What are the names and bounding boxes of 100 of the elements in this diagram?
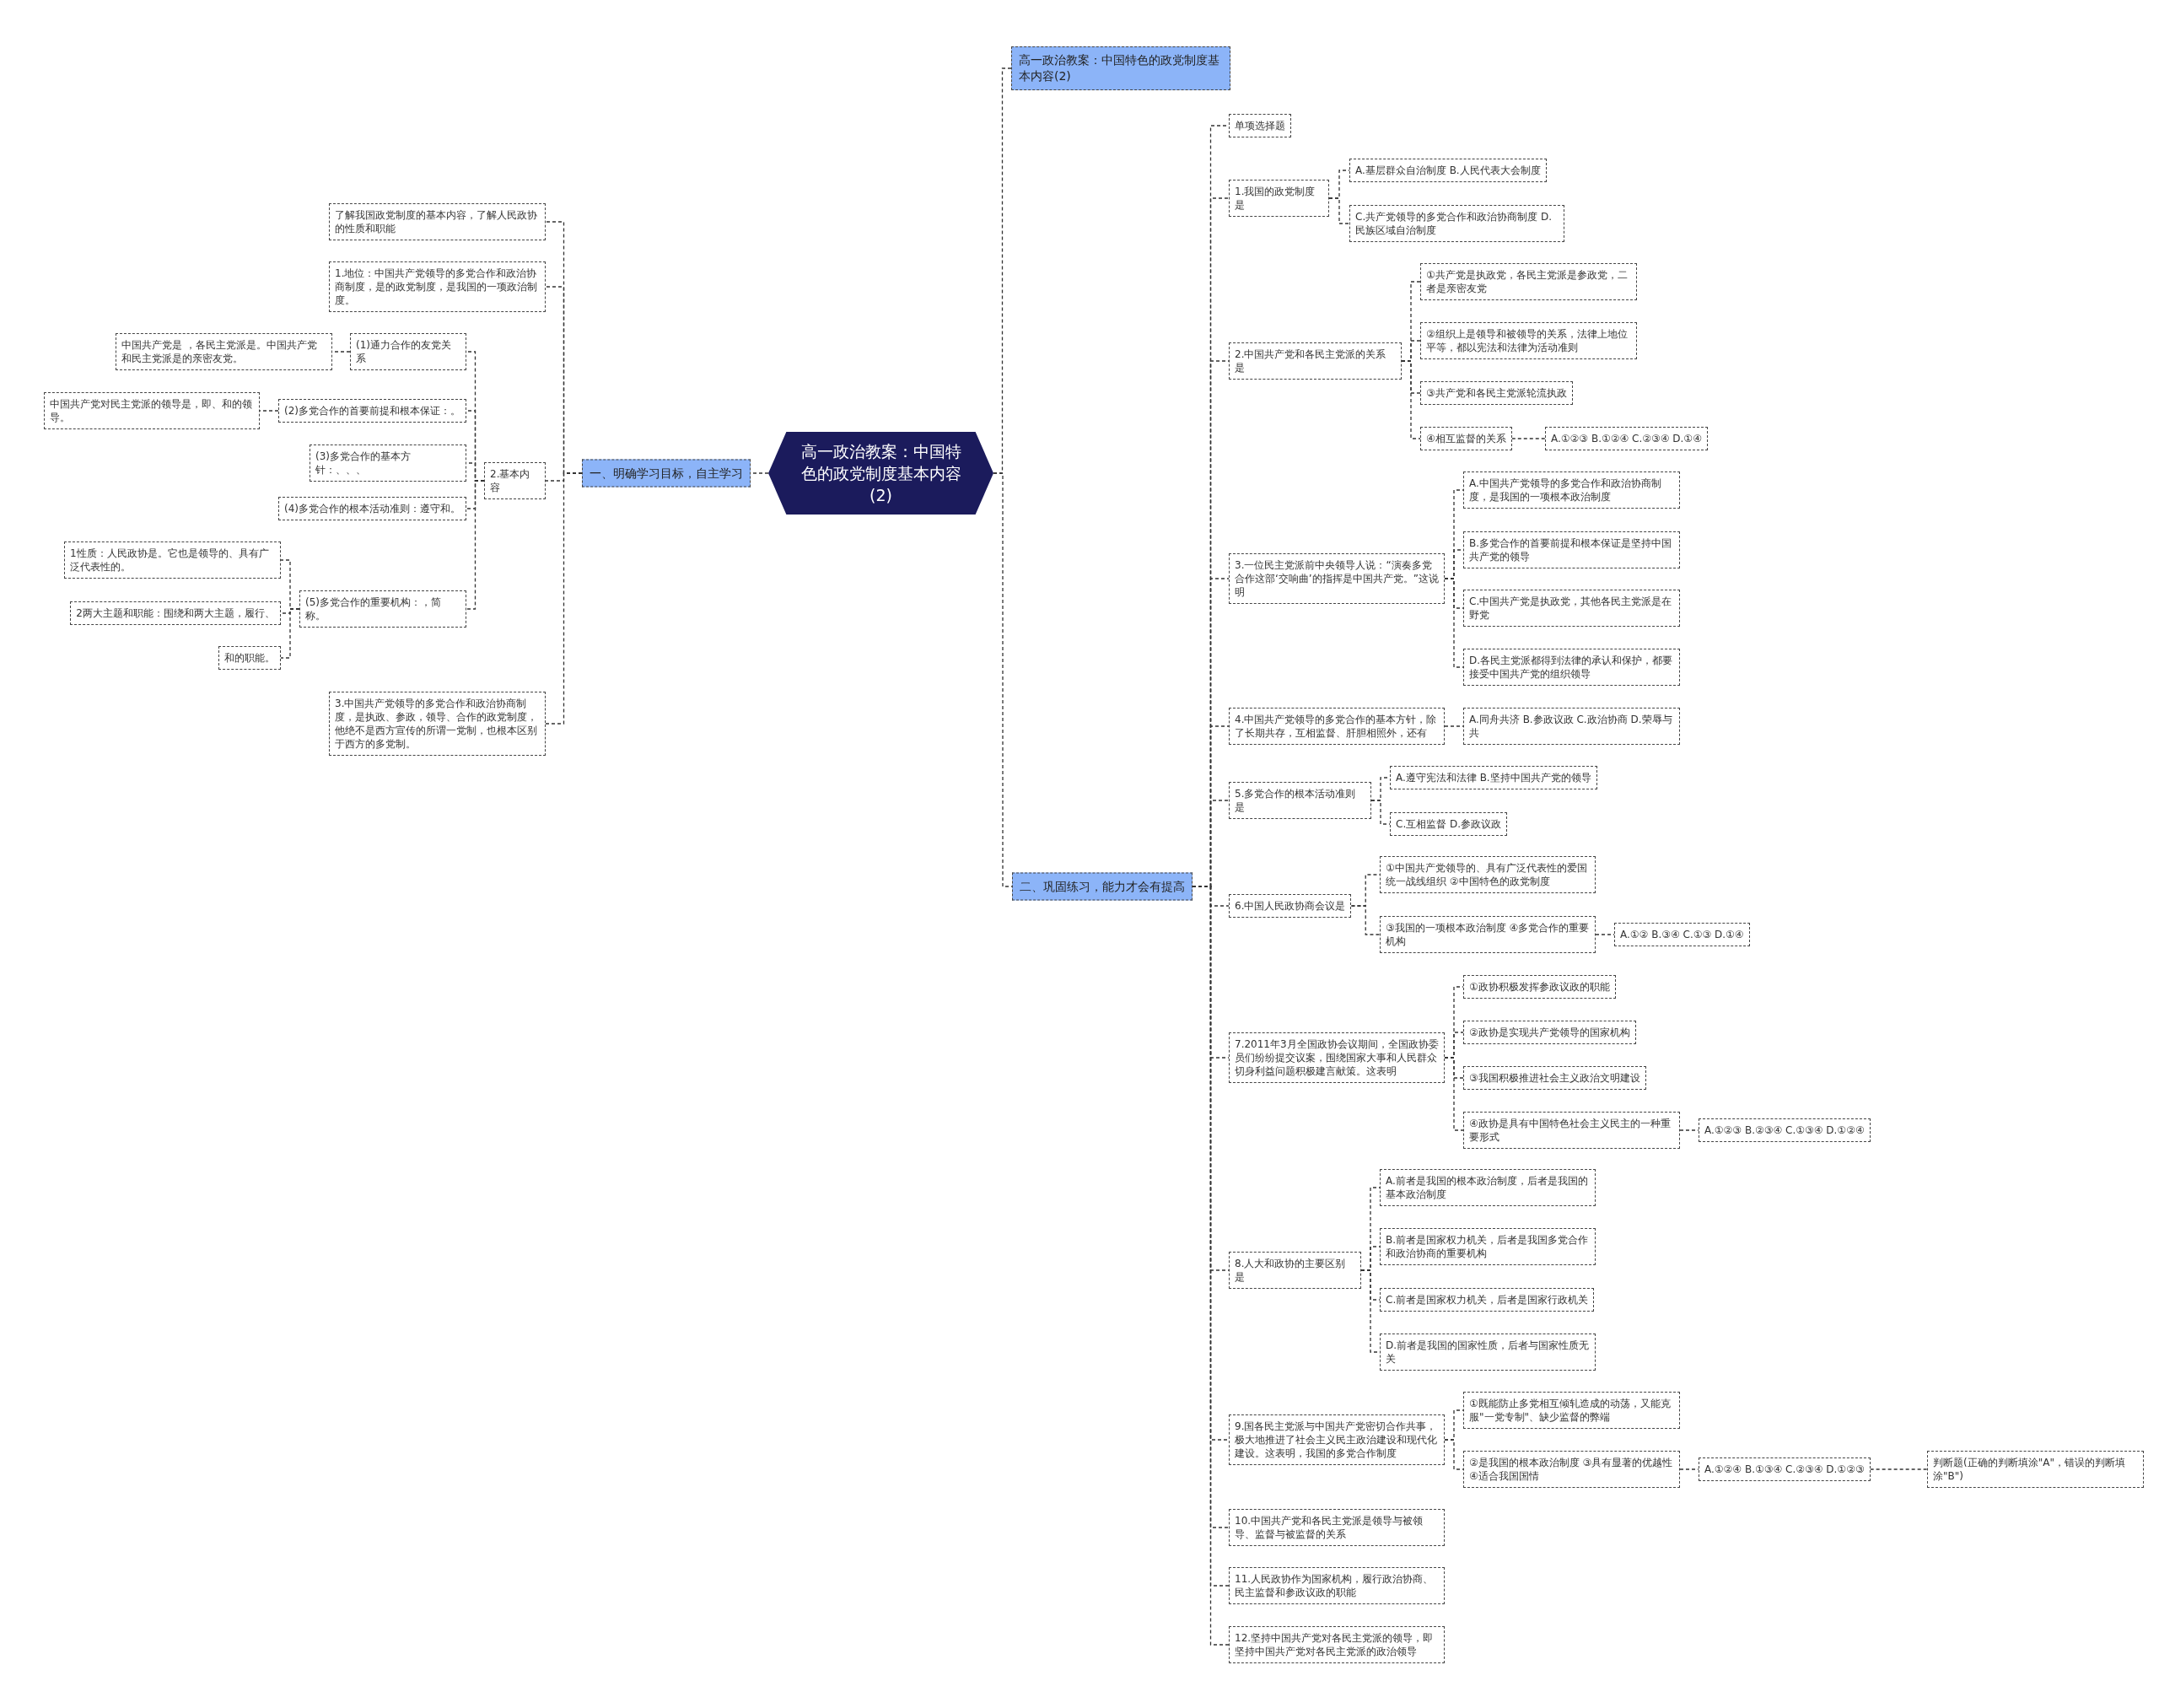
topic-text: C.前者是国家权力机关，后者是国家行政机关 xyxy=(1386,1293,1589,1307)
topic-box xyxy=(1420,263,1637,300)
topic-text: C.共产党领导的多党合作和政治协商制度 D.民族区域自治制度 xyxy=(1355,210,1553,237)
topic-box xyxy=(1699,1118,1871,1142)
topic-text: 3.中国共产党领导的多党合作和政治协商制度，是执政、参政，领导、合作的政党制度，他绝不是西方宣传的所谓一党制，也根本区别于西方的多党制。 xyxy=(335,697,538,751)
topic-box xyxy=(1614,923,1750,946)
topic-text: A.前者是我国的根本政治制度，后者是我国的基本政治制度 xyxy=(1386,1174,1589,1201)
topic-box xyxy=(1463,1392,1680,1429)
central-topic-hexagon xyxy=(768,432,993,515)
topic-box xyxy=(1229,553,1445,604)
topic-text: 和的职能。 xyxy=(224,651,275,665)
topic-text: 6.中国人民政协商会议是 xyxy=(1235,899,1346,913)
topic-text: A.基层群众自治制度 B.人民代表大会制度 xyxy=(1355,164,1541,177)
topic-text: 10.中国共产党和各民主党派是领导与被领导、监督与被监督的关系 xyxy=(1235,1514,1424,1541)
topic-text: B.多党合作的首要前提和根本保证是坚持中国共产党的领导 xyxy=(1469,536,1673,563)
topic-text: ④相互监督的关系 xyxy=(1426,432,1506,445)
topic-text: 9.国各民主党派与中国共产党密切合作共事，极大地推进了社会主义民主政治建设和现代化建设。这表明，我国的多党合作制度 xyxy=(1235,1420,1438,1460)
connector-line xyxy=(545,472,583,725)
topic-text: 了解我国政党制度的基本内容，了解人民政协的性质和职能 xyxy=(335,208,538,235)
topic-box xyxy=(299,590,466,628)
topic-text: A.①②③ B.①②④ C.②③④ D.①④ xyxy=(1551,432,1702,445)
connector-line xyxy=(466,480,485,610)
topic-box xyxy=(1349,159,1547,182)
topic-text: ④政协是具有中国特色社会主义民主的一种重要形式 xyxy=(1469,1117,1672,1144)
topic-text: 高一政治教案：中国特色的政党制度基本内容(2) xyxy=(800,441,962,506)
topic-text: 2.基本内容 xyxy=(490,467,531,494)
topic-text: 1性质：人民政协是。它也是领导的、具有广泛代表性的。 xyxy=(70,547,270,574)
topic-text: 8.人大和政协的主要区别是 xyxy=(1235,1257,1347,1284)
topic-text: A.①②④ B.①③④ C.②③④ D.①②③ xyxy=(1704,1463,1865,1476)
topic-box xyxy=(1229,894,1352,918)
topic-box xyxy=(1463,471,1680,509)
connector-line xyxy=(280,608,300,659)
topic-box xyxy=(1380,1228,1596,1265)
topic-box xyxy=(278,497,466,520)
connector-line xyxy=(1511,438,1546,439)
topic-box xyxy=(484,462,546,499)
topic-box xyxy=(1229,114,1291,137)
connector-line xyxy=(1401,360,1421,439)
topic-box xyxy=(1927,1451,2144,1488)
topic-box xyxy=(1380,1169,1596,1206)
topic-text: 二、巩固练习，能力才会有提高 xyxy=(1020,878,1185,895)
topic-text: (5)多党合作的重要机构：，简称。 xyxy=(305,595,442,622)
topic-box xyxy=(1229,180,1329,217)
topic-box xyxy=(1463,531,1680,568)
branch-topic-box xyxy=(1011,46,1230,90)
topic-box xyxy=(1390,766,1597,789)
topic-text: A.遵守宪法和法律 B.坚持中国共产党的领导 xyxy=(1396,771,1591,784)
topic-box xyxy=(116,333,332,370)
topic-box xyxy=(1229,1567,1445,1604)
topic-box xyxy=(1380,1334,1596,1371)
topic-box xyxy=(70,601,281,625)
topic-text: 判断题(正确的判断填涂"A"，错误的判断填涂"B") xyxy=(1933,1456,2126,1483)
branch-topic-box xyxy=(1012,872,1193,901)
topic-text: A.①② B.③④ C.①③ D.①④ xyxy=(1620,928,1744,941)
topic-text: ②是我国的根本政治制度 ③具有显著的优越性④适合我国国情 xyxy=(1469,1456,1674,1483)
topic-box xyxy=(1463,649,1680,686)
topic-box xyxy=(1380,856,1596,893)
topic-box xyxy=(1229,782,1371,819)
topic-box xyxy=(1229,1032,1445,1083)
topic-box xyxy=(329,203,546,240)
topic-text: A.同舟共济 B.参政议政 C.政治协商 D.荣辱与共 xyxy=(1469,713,1673,740)
topic-text: (3)多党合作的基本方针：、、、 xyxy=(315,450,412,477)
topic-text: 高一政治教案：中国特色的政党制度基本内容(2) xyxy=(1019,52,1220,84)
topic-box xyxy=(44,392,260,429)
topic-box xyxy=(1463,1112,1680,1149)
connector-line xyxy=(1350,905,1381,935)
topic-text: ②政协是实现共产党领导的国家机构 xyxy=(1469,1026,1630,1039)
topic-text: A.中国共产党领导的多党合作和政治协商制度，是我国的一项根本政治制度 xyxy=(1469,477,1662,504)
topic-box xyxy=(1420,427,1512,450)
topic-text: (1)通力合作的友党关系 xyxy=(356,338,452,365)
topic-box xyxy=(1229,1626,1445,1663)
topic-box xyxy=(310,445,466,482)
topic-text: ①既能防止多党相互倾轧造成的动荡，又能克服"一党专制"、缺少监督的弊端 xyxy=(1469,1397,1672,1424)
connector-line xyxy=(1328,197,1350,224)
topic-text: 7.2011年3月全国政协会议期间，全国政协委员们纷纷提交议案，围绕国家大事和人民群众切身利益问题积极建言献策。这表明 xyxy=(1235,1037,1439,1078)
topic-text: 5.多党合作的根本活动准则是 xyxy=(1235,787,1357,814)
topic-text: D.前者是我国的国家性质，后者与国家性质无关 xyxy=(1386,1339,1590,1366)
topic-text: 1.地位：中国共产党领导的多党合作和政治协商制度，是的政党制度，是我国的一项政治制度。 xyxy=(335,267,538,307)
topic-text: ②组织上是领导和被领导的关系，法律上地位平等，都以宪法和法律为活动准则 xyxy=(1426,327,1629,354)
topic-box xyxy=(1699,1457,1871,1481)
topic-box xyxy=(1229,342,1402,380)
topic-text: 12.坚持中国共产党对各民主党派的领导，即坚持中国共产党对各民主党派的政治领导 xyxy=(1235,1631,1435,1658)
topic-text: C.中国共产党是执政党，其他各民主党派是在野党 xyxy=(1469,595,1673,622)
topic-text: B.前者是国家权力机关，后者是我国多党合作和政治协商的重要机构 xyxy=(1386,1233,1590,1260)
topic-text: ①共产党是执政党，各民主党派是参政党，二者是亲密友党 xyxy=(1426,268,1629,295)
branch-topic-box xyxy=(582,459,751,488)
topic-text: 4.中国共产党领导的多党合作的基本方针，除了长期共存，互相监督、肝胆相照外，还有 xyxy=(1235,713,1438,740)
topic-text: 11.人民政协作为国家机构，履行政治协商、民主监督和参政议政的职能 xyxy=(1235,1572,1435,1599)
topic-text: 2.中国共产党和各民主党派的关系是 xyxy=(1235,348,1387,374)
connector-line xyxy=(1870,1468,1928,1470)
topic-box xyxy=(350,333,466,370)
topic-text: 单项选择题 xyxy=(1235,119,1285,132)
connector-line xyxy=(1444,1057,1464,1131)
topic-box xyxy=(1229,1509,1445,1546)
topic-box xyxy=(329,692,546,756)
topic-box xyxy=(1463,1451,1680,1488)
topic-box xyxy=(1380,1288,1595,1312)
topic-text: C.互相监督 D.参政议政 xyxy=(1396,817,1502,831)
topic-box xyxy=(1229,708,1445,745)
topic-text: ①政协积极发挥参政议政的职能 xyxy=(1469,980,1610,994)
